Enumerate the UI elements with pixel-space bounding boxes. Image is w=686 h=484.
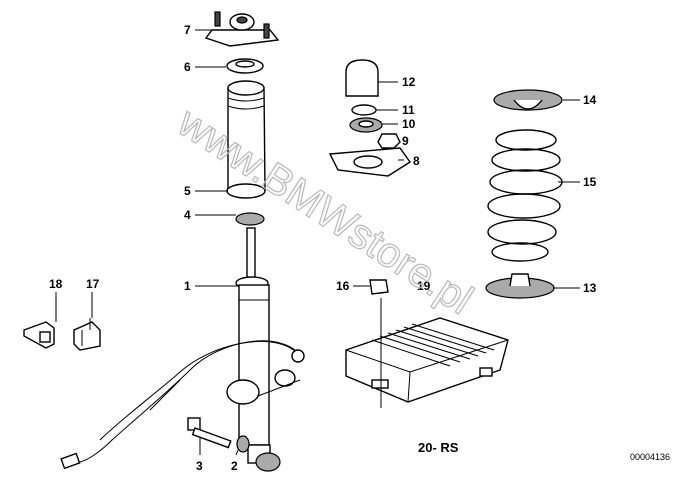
callout-9: 9: [402, 134, 409, 148]
group-code: 20- RS: [418, 440, 459, 455]
callout-18: 18: [49, 277, 63, 291]
callout-15: 15: [583, 175, 597, 189]
buffer: [235, 212, 265, 226]
shock-absorber: [235, 276, 281, 472]
callout-7: 7: [184, 23, 191, 37]
callout-1: 1: [184, 279, 191, 293]
drawing-number: 00004136: [630, 452, 670, 462]
leader-lines: [55, 29, 580, 456]
callout-11: 11: [402, 103, 415, 117]
cap: [345, 59, 379, 97]
callout-16: 16: [336, 279, 350, 293]
callout-13: 13: [583, 281, 597, 295]
callout-3: 3: [196, 459, 203, 473]
callout-8: 8: [413, 154, 420, 168]
callout-5: 5: [184, 184, 191, 198]
upper-spring-pad: [493, 89, 563, 111]
nut-9: [377, 133, 401, 149]
control-unit: [345, 317, 509, 403]
callout-17: 17: [86, 277, 100, 291]
dust-boot: [226, 80, 266, 199]
plate-8: [328, 147, 411, 177]
cable-clip: [73, 318, 101, 351]
top-mount: [204, 11, 280, 47]
callout-4: 4: [184, 208, 191, 222]
piston-rod: [246, 227, 256, 281]
coil-spring: [487, 129, 563, 262]
watermark: www.BMWstore.pl: [169, 98, 481, 324]
nut-16: [369, 279, 389, 295]
callout-6: 6: [184, 60, 191, 74]
callout-19: 19: [417, 279, 431, 293]
callout-2: 2: [231, 459, 238, 473]
bolt: [187, 417, 232, 449]
callout-14: 14: [583, 93, 597, 107]
nut-11: [351, 104, 377, 116]
sensor-cable: [60, 340, 305, 470]
callout-12: 12: [402, 75, 416, 89]
washer: [236, 435, 250, 453]
lower-spring-pad: [485, 273, 555, 299]
callout-10: 10: [402, 117, 416, 131]
bracket-clip: [23, 321, 55, 349]
